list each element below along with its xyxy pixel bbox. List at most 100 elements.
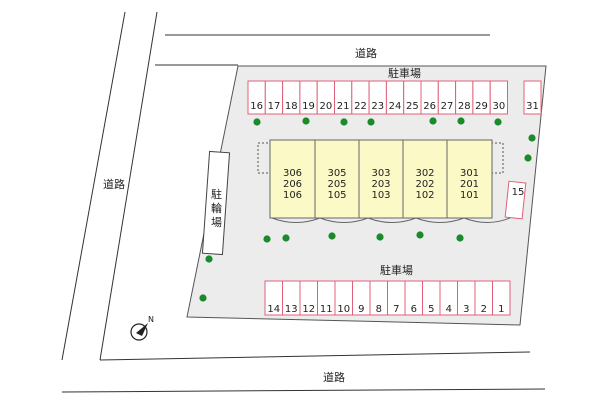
road-left-edge-inner xyxy=(99,11,158,361)
parking-slot-number: 9 xyxy=(358,304,364,315)
road-bottom-edge-upper xyxy=(99,351,531,361)
parking-slot: 9 xyxy=(352,280,371,316)
parking-slot: 19 xyxy=(299,80,318,115)
parking-slot-number: 1 xyxy=(498,304,504,315)
unit-number: 203 xyxy=(371,179,390,190)
parking-slot-number: 8 xyxy=(376,304,382,315)
compass-label: N xyxy=(148,315,154,324)
unit-number: 101 xyxy=(460,190,479,201)
tree-icon xyxy=(416,231,424,239)
unit-number: 205 xyxy=(327,179,346,190)
parking-slot-number: 21 xyxy=(337,101,350,112)
parking-slot: 28 xyxy=(455,80,474,115)
tree-icon xyxy=(263,235,271,243)
unit-number: 305 xyxy=(327,168,346,179)
unit-number: 302 xyxy=(415,168,434,179)
parking-slot: 22 xyxy=(351,80,370,115)
parking-slot-number: 23 xyxy=(371,101,384,112)
trees xyxy=(199,117,536,302)
roads xyxy=(61,11,546,393)
parking-slot-number: 20 xyxy=(319,101,332,112)
parking-slot-number: 7 xyxy=(393,304,399,315)
tree-icon xyxy=(429,117,437,125)
parking-slot: 13 xyxy=(282,280,301,316)
parking-slot: 5 xyxy=(422,280,441,316)
parking-slot-number: 5 xyxy=(428,304,434,315)
parking-slot: 12 xyxy=(299,280,318,316)
parking-slot: 20 xyxy=(316,80,336,115)
parking-slot-number: 25 xyxy=(406,101,419,112)
tree-icon xyxy=(340,118,348,126)
tree-icon xyxy=(524,154,532,162)
parking-slot-number: 18 xyxy=(285,101,298,112)
unit-number: 306 xyxy=(283,168,302,179)
parking-slot-number: 11 xyxy=(320,304,333,315)
parking-slot: 4 xyxy=(439,280,458,316)
parking-slot-number: 16 xyxy=(250,101,263,112)
parking-slot: 18 xyxy=(282,80,301,115)
tree-icon xyxy=(494,118,502,126)
tree-icon xyxy=(367,118,375,126)
parking-slot-number: 2 xyxy=(481,304,487,315)
parking-slot: 14 xyxy=(264,280,283,316)
unit-number: 102 xyxy=(415,190,434,201)
parking-slot-number: 3 xyxy=(463,304,469,315)
unit-number: 301 xyxy=(460,168,479,179)
parking-slot-number: 14 xyxy=(267,304,280,315)
tree-icon xyxy=(282,234,290,242)
parking-slot-number: 24 xyxy=(389,101,402,112)
road-label-left: 道路 xyxy=(103,177,125,191)
unit-number: 201 xyxy=(460,179,479,190)
parking-slot: 3 xyxy=(457,280,476,316)
parking-slot: 2 xyxy=(474,280,493,316)
road-label-bottom: 道路 xyxy=(323,370,345,384)
parking-slot: 15 xyxy=(504,180,527,220)
parking-slot-number: 27 xyxy=(441,101,454,112)
tree-icon xyxy=(376,233,384,241)
parking-slot-number: 30 xyxy=(492,101,505,112)
parking-slot: 1 xyxy=(492,280,511,316)
parking-slot-number: 17 xyxy=(268,101,281,112)
parking-slot-number: 6 xyxy=(411,304,417,315)
parking-slot: 25 xyxy=(403,80,422,115)
parking-slot-number: 22 xyxy=(354,101,367,112)
bike-label-char: 場 xyxy=(211,216,222,229)
parking-slot: 16 xyxy=(247,80,266,115)
parking-slot: 17 xyxy=(264,80,284,115)
parking-slot-number: 10 xyxy=(337,304,350,315)
tree-icon xyxy=(456,234,464,242)
unit-number: 206 xyxy=(283,179,302,190)
parking-slot: 24 xyxy=(385,80,405,115)
tree-icon xyxy=(328,232,336,240)
parking-slot-number: 12 xyxy=(302,304,315,315)
unit-number: 103 xyxy=(371,190,390,201)
parking-slot-number: 28 xyxy=(458,101,471,112)
parking-slot-number: 26 xyxy=(423,101,436,112)
unit-number: 303 xyxy=(371,168,390,179)
tree-icon xyxy=(302,117,310,125)
road-label-top: 道路 xyxy=(355,46,377,60)
unit-number: 202 xyxy=(415,179,434,190)
parking-slot-number: 4 xyxy=(446,304,452,315)
parking-slot: 11 xyxy=(317,280,336,316)
unit-number: 106 xyxy=(283,190,302,201)
parking-label-bottom: 駐車場 xyxy=(380,263,413,277)
parking-slot: 26 xyxy=(420,80,439,115)
road-left-edge-outer xyxy=(61,11,126,361)
parking-slot-number: 19 xyxy=(302,101,315,112)
parking-slot: 21 xyxy=(334,80,353,115)
parking-slot: 31 xyxy=(523,80,542,115)
parking-slot: 27 xyxy=(437,80,457,115)
unit-number: 105 xyxy=(327,190,346,201)
bike-parking: 駐 輪 場 xyxy=(201,150,231,256)
parking-slot: 29 xyxy=(472,80,491,115)
tree-icon xyxy=(205,255,213,263)
parking-label-top: 駐車場 xyxy=(388,66,421,80)
compass-arrow-icon xyxy=(136,323,148,336)
parking-slot-number: 15 xyxy=(512,187,525,198)
compass: N xyxy=(130,315,154,341)
